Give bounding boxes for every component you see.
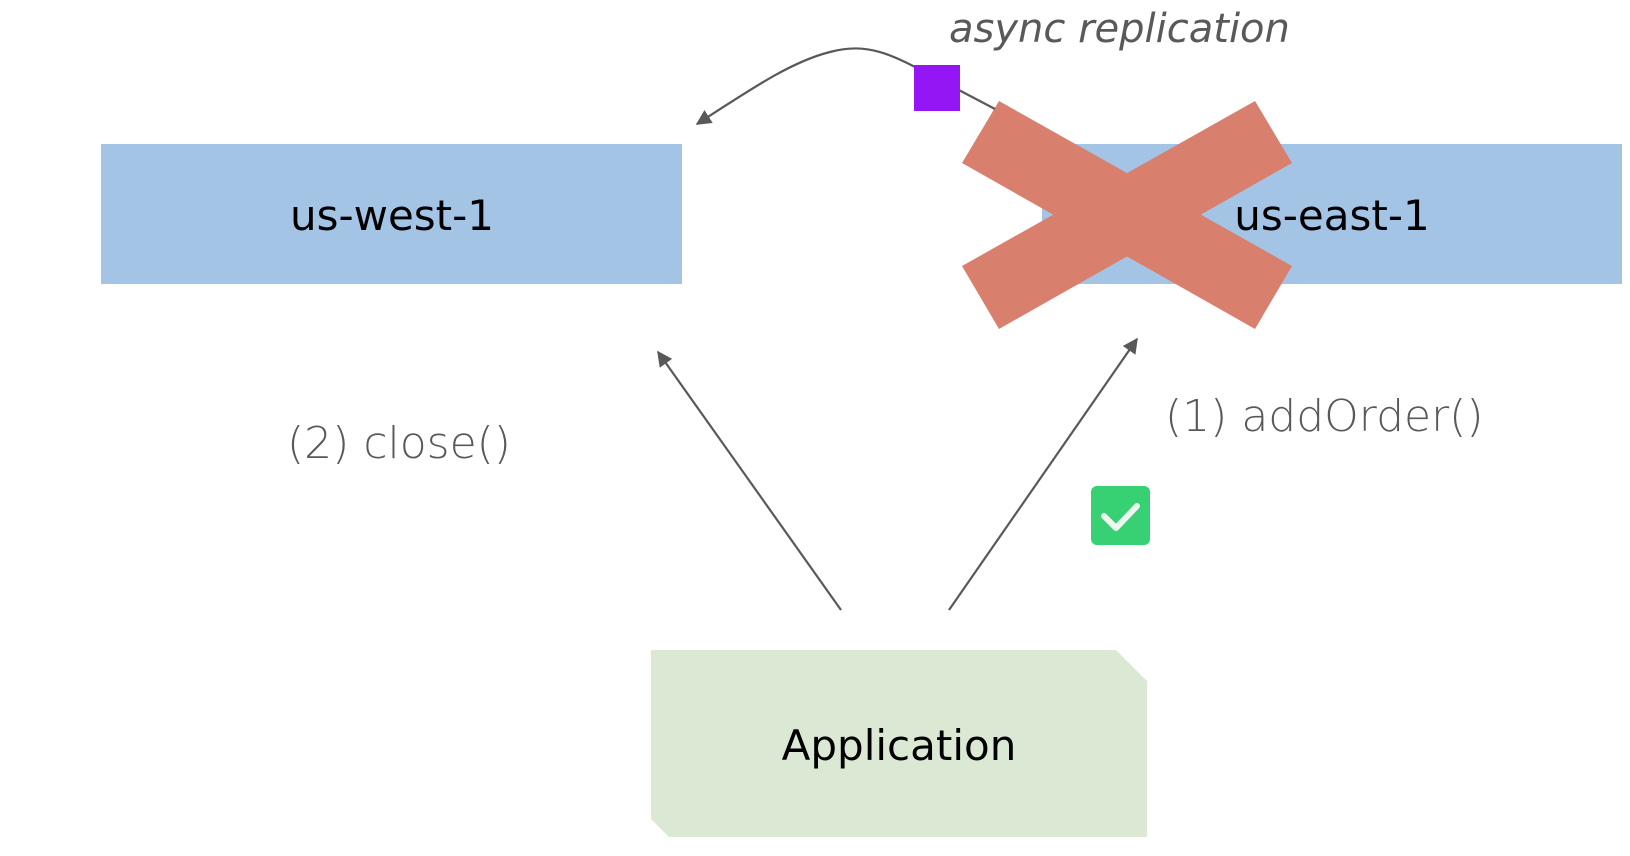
success-check-icon (1091, 486, 1150, 545)
replication-in-flight-marker-icon (914, 65, 960, 111)
region-label-us-east-1: us-east-1 (1234, 191, 1429, 240)
region-us-west-1: us-west-1 (101, 144, 682, 284)
arrow-addorder-to-us-east-1 (948, 337, 1138, 611)
async-replication-arrow: async replication (695, 6, 1290, 125)
arrow-close-to-us-west-1 (657, 350, 842, 611)
failure-x-stroke-2 (962, 101, 1292, 329)
failure-x-icon (962, 101, 1292, 329)
async-replication-label: async replication (949, 6, 1290, 52)
region-label-us-west-1: us-west-1 (290, 191, 494, 240)
call-label-addorder: (1) addOrder() (1165, 391, 1484, 442)
application-box (651, 650, 1147, 837)
call-label-close: (2) close() (287, 418, 511, 469)
application-node: Application (651, 650, 1147, 837)
application-label: Application (782, 721, 1017, 770)
region-box-us-west-1 (101, 144, 682, 284)
